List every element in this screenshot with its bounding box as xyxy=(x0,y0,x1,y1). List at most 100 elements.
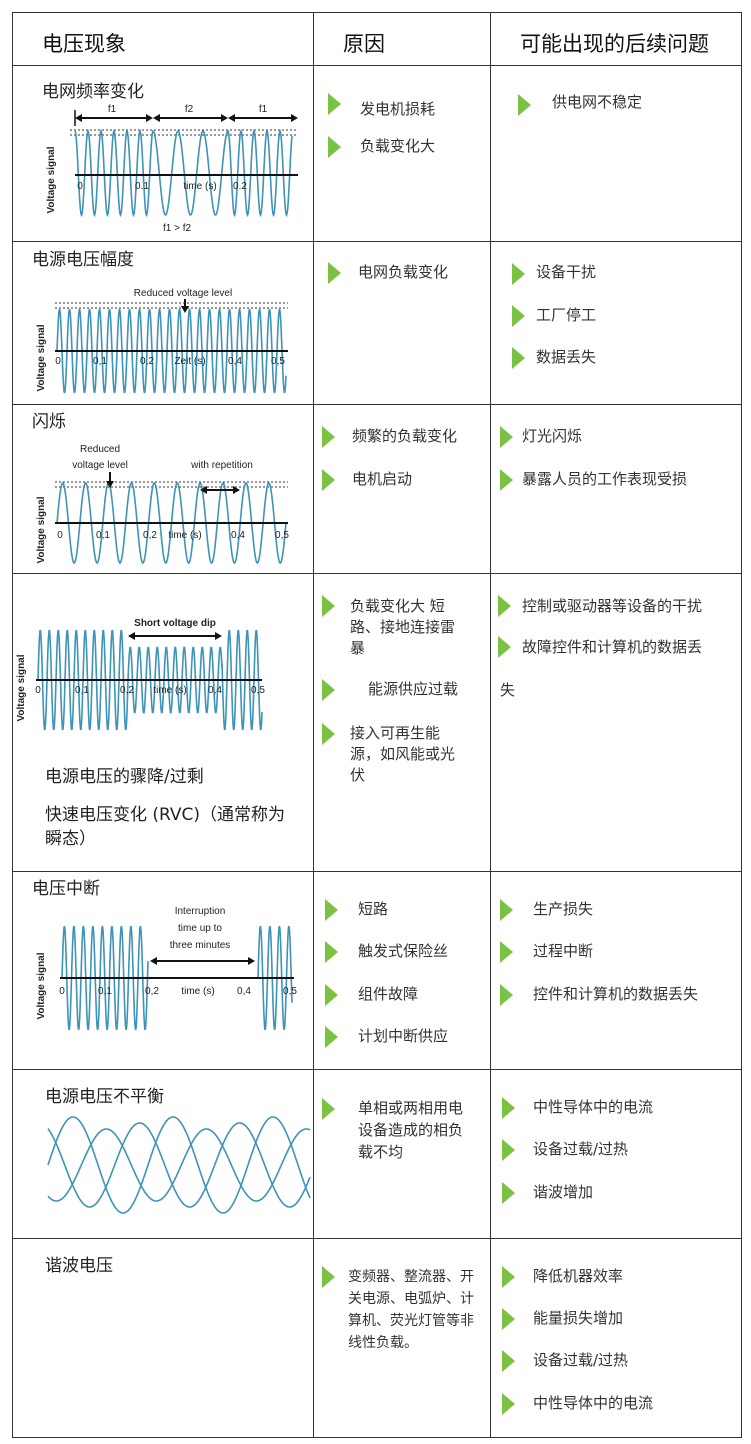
row-subtitle: 快速电压变化 (RVC)（通常称为 瞬态） xyxy=(45,805,286,849)
bullet-arrow-icon xyxy=(500,469,513,491)
tick-label: 0,2 xyxy=(140,356,154,367)
consequence-item: 数据丢失 xyxy=(536,348,597,366)
tick-label: 0,5 xyxy=(251,685,265,696)
bullet-arrow-icon xyxy=(328,136,341,158)
table-border-right xyxy=(741,12,742,1438)
waveform-reduced-amplitude xyxy=(56,308,287,394)
bullet-arrow-icon xyxy=(512,263,525,285)
bullet-arrow-icon xyxy=(322,469,335,491)
cause-item: 负载变化大 短路、接地连接雷暴 xyxy=(350,597,456,657)
bullet-arrow-icon xyxy=(322,1098,335,1120)
tick-label: 0,4 xyxy=(231,530,245,541)
consequence-item: 生产损失 xyxy=(533,900,594,918)
consequence-item: 设备过载/过热 xyxy=(533,1140,629,1158)
table-border-left xyxy=(12,12,13,1438)
bullet-arrow-icon xyxy=(502,1350,515,1372)
cause-item: 计划中断供应 xyxy=(358,1027,449,1045)
bullet-arrow-icon xyxy=(322,426,335,448)
row-title: 谐波电压 xyxy=(45,1256,113,1276)
row-divider xyxy=(12,65,742,66)
cause-item: 接入可再生能源，如风能或光伏 xyxy=(350,724,456,784)
arrow-head-left-icon xyxy=(128,632,135,640)
tick-label: 0 xyxy=(59,986,65,997)
table-border-bottom xyxy=(12,1437,742,1438)
tick-label: 0,4 xyxy=(208,685,222,696)
row-divider xyxy=(12,1069,742,1070)
arrow-head-left-icon xyxy=(200,486,207,494)
bullet-arrow-icon xyxy=(328,262,341,284)
bullet-arrow-icon xyxy=(500,426,513,448)
bullet-arrow-icon xyxy=(500,941,513,963)
tick-label: 0.1 xyxy=(135,181,149,192)
y-axis-label: Voltage signal xyxy=(36,952,47,1019)
bullet-arrow-icon xyxy=(500,984,513,1006)
tick-label: 0.2 xyxy=(233,181,247,192)
y-axis-label: Voltage signal xyxy=(46,146,57,213)
bullet-arrow-icon xyxy=(512,347,525,369)
table-border-top xyxy=(12,12,742,13)
arrow-head-left-icon xyxy=(150,957,157,965)
arrow-head-left-icon xyxy=(228,114,235,122)
waveform-before-interruption xyxy=(61,925,149,1031)
bullet-arrow-icon xyxy=(322,679,335,701)
bullet-arrow-icon xyxy=(322,723,335,745)
tick-label: 0,1 xyxy=(96,530,110,541)
bullet-arrow-icon xyxy=(498,636,511,658)
header-consequence: 可能出现的后续问题 xyxy=(520,33,709,56)
row-divider xyxy=(12,241,742,242)
tick-label: time (s) xyxy=(181,986,214,997)
cause-item: 负载变化大 xyxy=(360,137,436,155)
cause-item: 变频器、整流器、开关电源、电弧炉、计算机、荧光灯管等非线性负载。 xyxy=(348,1269,474,1351)
tick-label: Zeit (s) xyxy=(174,356,205,367)
row-title: 电网频率变化 xyxy=(42,82,144,102)
tick-label: time (s) xyxy=(153,685,186,696)
segment-label-f2: f2 xyxy=(185,104,194,115)
row-title: 电源电压的骤降/过剩 xyxy=(45,767,204,787)
bullet-arrow-icon xyxy=(502,1097,515,1119)
tick-label: 0,5 xyxy=(271,356,285,367)
row-divider xyxy=(12,871,742,872)
arrow-head-left-icon xyxy=(153,114,160,122)
tick-label: 0 xyxy=(35,685,41,696)
tick-label: time (s) xyxy=(168,530,201,541)
bullet-arrow-icon xyxy=(502,1308,515,1330)
consequence-item: 故障控件和计算机的数据丢 xyxy=(522,638,703,656)
consequence-item: 供电网不稳定 xyxy=(552,93,643,111)
bullet-arrow-icon xyxy=(512,305,525,327)
row-title: 电压中断 xyxy=(32,879,100,899)
tick-label: 0 xyxy=(57,530,63,541)
row-title: 电源电压不平衡 xyxy=(45,1087,164,1107)
arrow-head-right-icon xyxy=(248,957,255,965)
cause-item: 短路 xyxy=(358,900,389,918)
consequence-item: 降低机器效率 xyxy=(533,1267,624,1285)
tick-label: 0,1 xyxy=(75,685,89,696)
waveform-phase-1 xyxy=(47,1116,311,1214)
row-divider xyxy=(12,573,742,574)
consequence-item: 过程中断 xyxy=(533,942,594,960)
segment-label-f1: f1 xyxy=(108,104,117,115)
consequence-item: 控件和计算机的数据丢失 xyxy=(533,985,699,1003)
tick-label: 0,5 xyxy=(275,530,289,541)
tick-label: 0 xyxy=(77,181,83,192)
waveform-phase-3 xyxy=(47,1128,311,1202)
arrow-head-right-icon xyxy=(233,486,240,494)
arrow-head-left-icon xyxy=(75,114,82,122)
column-divider xyxy=(313,12,314,1438)
bullet-arrow-icon xyxy=(328,93,341,115)
waveform-phase-2 xyxy=(47,1122,311,1208)
arrow-head-down-icon xyxy=(181,306,189,313)
column-divider xyxy=(490,12,491,1438)
annotation-label: Interruption xyxy=(175,906,226,917)
row-title: 电源电压幅度 xyxy=(32,250,134,270)
cause-item: 电网负载变化 xyxy=(358,263,449,281)
annotation-label: voltage level xyxy=(72,460,128,471)
cause-item: 能源供应过载 xyxy=(368,680,459,698)
waveform-after-interruption xyxy=(257,925,293,1031)
waveform-frequency-change xyxy=(74,128,293,218)
y-axis-label: Voltage signal xyxy=(16,654,27,721)
tick-label: 0,2 xyxy=(145,986,159,997)
consequence-item: 暴露人员的工作表现受损 xyxy=(522,470,688,488)
arrow-head-right-icon xyxy=(291,114,298,122)
arrow-head-right-icon xyxy=(215,632,222,640)
